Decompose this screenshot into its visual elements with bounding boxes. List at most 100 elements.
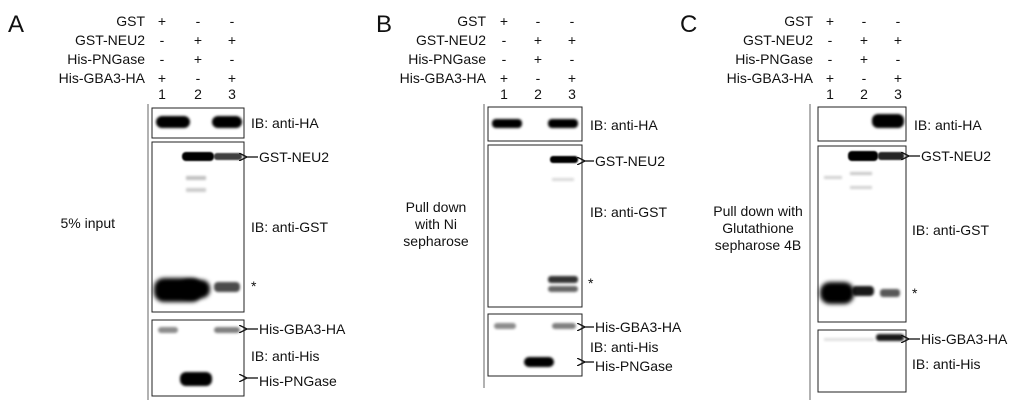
mark: - <box>160 51 165 67</box>
band <box>212 116 242 128</box>
mark: + <box>534 51 542 67</box>
mark: + <box>158 13 166 29</box>
mark: - <box>828 51 833 67</box>
mark: + <box>568 70 576 86</box>
lane-number: 2 <box>860 86 868 102</box>
band-gst <box>852 286 874 296</box>
band-gst-neu2 <box>182 152 214 161</box>
row-label-his-pngase: His-PNGase <box>735 51 813 67</box>
mark: - <box>896 13 901 29</box>
lane-number: 2 <box>534 86 542 102</box>
mark: + <box>228 70 236 86</box>
band-faint <box>824 338 874 341</box>
arrow-label: GST-NEU2 <box>921 148 991 164</box>
blot-anti-ha: IB: anti-HA <box>151 107 319 139</box>
arrow-label: His-GBA3-HA <box>259 321 346 337</box>
lane-number: 2 <box>194 86 202 102</box>
band <box>872 114 904 128</box>
blot-anti-his: His-GBA3-HA IB: anti-His His-PNGase <box>487 313 682 377</box>
lane-number: 3 <box>568 86 576 102</box>
ib-label: IB: anti-GST <box>590 204 667 220</box>
blot-anti-gst: GST-NEU2 IB: anti-GST * <box>487 144 667 308</box>
panel-letter: B <box>376 11 392 38</box>
mark: + <box>194 32 202 48</box>
band-faint <box>552 178 574 181</box>
mark: - <box>196 13 201 29</box>
row-label-his-gba3-ha: His-GBA3-HA <box>59 70 146 86</box>
panel-b: B GST GST-NEU2 His-PNGase His-GBA3-HA + … <box>376 11 682 388</box>
mark: + <box>860 51 868 67</box>
side-label: with Ni <box>414 216 457 232</box>
blot-anti-his: His-GBA3-HA IB: anti-His <box>817 329 1008 393</box>
ib-label: IB: anti-His <box>590 339 658 355</box>
mark: - <box>502 51 507 67</box>
mark: - <box>862 13 867 29</box>
mark: + <box>894 70 902 86</box>
mark: - <box>230 51 235 67</box>
band-gst <box>548 286 578 292</box>
treatment-rows: GST GST-NEU2 His-PNGase His-GBA3-HA + - … <box>59 13 236 102</box>
band-his-gba3-ha <box>158 327 178 333</box>
arrow-label: His-PNGase <box>595 358 673 374</box>
band-his-gba3-ha <box>214 327 240 333</box>
band-gst <box>214 282 240 292</box>
band-faint <box>850 186 872 189</box>
band-his-gba3-ha <box>494 323 516 329</box>
arrow-label: His-GBA3-HA <box>595 319 682 335</box>
arrow-label: His-PNGase <box>259 373 337 389</box>
side-label: 5% input <box>61 215 116 231</box>
arrow-label: His-GBA3-HA <box>921 331 1008 347</box>
band-his-pngase <box>524 357 554 367</box>
blot-anti-gst: GST-NEU2 IB: anti-GST * <box>151 141 329 313</box>
ib-label: IB: anti-GST <box>912 222 989 238</box>
blot-anti-gst: GST-NEU2 IB: anti-GST * <box>817 145 991 323</box>
band <box>492 119 522 128</box>
row-label-his-pngase: His-PNGase <box>408 51 486 67</box>
mark: + <box>568 32 576 48</box>
panel-letter: A <box>8 11 24 38</box>
mark: - <box>536 70 541 86</box>
blot-anti-his: His-GBA3-HA IB: anti-His His-PNGase <box>151 319 346 397</box>
mark: + <box>500 70 508 86</box>
side-label: Pull down <box>406 199 467 215</box>
ib-label: IB: anti-HA <box>251 115 319 131</box>
mark: + <box>894 32 902 48</box>
mark: - <box>896 51 901 67</box>
row-label-his-gba3-ha: His-GBA3-HA <box>400 70 487 86</box>
band-faint <box>824 176 842 179</box>
side-label: sepharose <box>403 233 469 249</box>
band-gst-neu2 <box>878 152 904 160</box>
band-gst <box>548 276 578 283</box>
band-gst-neu2 <box>550 156 578 163</box>
mark: + <box>534 32 542 48</box>
band-gst <box>820 282 854 304</box>
mark: + <box>860 32 868 48</box>
mark: - <box>570 51 575 67</box>
lane-number: 1 <box>500 86 508 102</box>
ib-label: IB: anti-GST <box>251 219 328 235</box>
arrow-label: GST-NEU2 <box>259 149 329 165</box>
star-marker: * <box>251 278 257 294</box>
row-label-gst-neu2: GST-NEU2 <box>743 32 813 48</box>
mark: - <box>230 13 235 29</box>
blot-anti-ha: IB: anti-HA <box>817 106 982 142</box>
mark: - <box>862 70 867 86</box>
mark: - <box>196 70 201 86</box>
row-label-his-pngase: His-PNGase <box>67 51 145 67</box>
side-label: Glutathione <box>722 220 794 236</box>
mark: - <box>536 13 541 29</box>
row-label-gst-neu2: GST-NEU2 <box>416 32 486 48</box>
band <box>156 116 190 128</box>
band-his-gba3-ha <box>552 323 576 329</box>
lane-number: 1 <box>158 86 166 102</box>
ib-label: IB: anti-HA <box>590 117 658 133</box>
ib-label: IB: anti-His <box>912 356 980 372</box>
mark: + <box>826 70 834 86</box>
band-gst-neu2 <box>214 153 242 160</box>
mark: - <box>570 13 575 29</box>
band-his-gba3-ha <box>876 334 904 341</box>
lane-number: 3 <box>894 86 902 102</box>
mark: - <box>828 32 833 48</box>
band-faint <box>186 176 206 180</box>
